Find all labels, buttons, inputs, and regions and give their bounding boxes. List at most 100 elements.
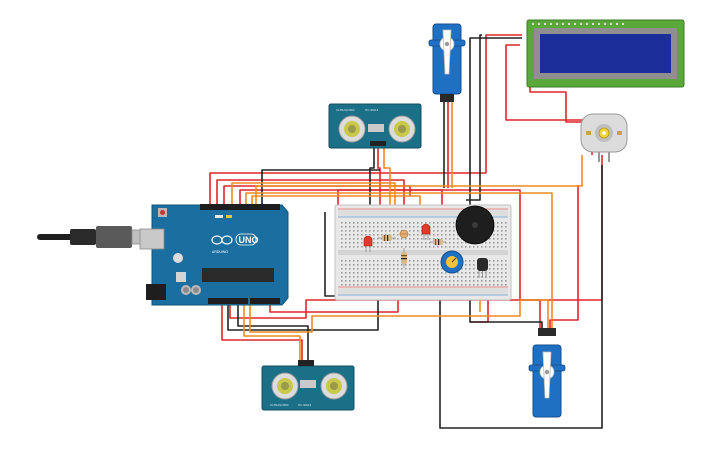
lcd-screen: [540, 34, 671, 73]
potentiometer[interactable]: [440, 250, 464, 274]
breadboard-hole: [425, 264, 427, 266]
wire-orange[interactable]: [383, 144, 391, 208]
photoresistor[interactable]: [399, 229, 409, 239]
breadboard-hole: [373, 268, 375, 270]
ultrasonic-sensor-top[interactable]: HC-SR04 ULTRASONIC: [328, 103, 422, 149]
breadboard-hole: [405, 242, 407, 244]
wire-black[interactable]: [369, 144, 375, 236]
breadboard-hole: [489, 260, 491, 262]
breadboard-hole: [377, 280, 379, 282]
breadboard-hole: [445, 276, 447, 278]
piezo-buzzer[interactable]: [455, 205, 495, 245]
breadboard-hole: [369, 222, 371, 224]
wire-black[interactable]: [227, 296, 379, 331]
wire-red[interactable]: [470, 300, 489, 323]
wire-orange[interactable]: [245, 192, 553, 330]
breadboard-hole: [365, 222, 367, 224]
breadboard-hole: [489, 280, 491, 282]
breadboard-hole: [477, 280, 479, 282]
breadboard-hole: [425, 268, 427, 270]
breadboard-hole: [377, 260, 379, 262]
breadboard-hole: [369, 276, 371, 278]
led-red-1[interactable]: [363, 235, 373, 252]
wire-orange[interactable]: [243, 300, 301, 360]
lcd-display[interactable]: [526, 19, 685, 88]
breadboard-hole: [445, 272, 447, 274]
wire-red[interactable]: [209, 34, 522, 204]
wire-orange[interactable]: [249, 299, 549, 333]
breadboard-hole: [493, 234, 495, 236]
breadboard-hole: [397, 272, 399, 274]
breadboard-hole: [353, 238, 355, 240]
breadboard-hole: [437, 280, 439, 282]
breadboard-hole: [505, 280, 507, 282]
servo-motor-bottom[interactable]: [528, 328, 566, 418]
breadboard-hole: [373, 272, 375, 274]
resistor-1[interactable]: [378, 235, 396, 241]
breadboard-hole: [501, 230, 503, 232]
breadboard-hole: [461, 268, 463, 270]
breadboard-hole: [393, 268, 395, 270]
breadboard-hole: [505, 230, 507, 232]
breadboard-hole: [409, 230, 411, 232]
servo-motor-top[interactable]: [428, 23, 466, 102]
breadboard-hole: [505, 222, 507, 224]
breadboard-hole: [341, 284, 343, 286]
breadboard-hole: [473, 260, 475, 262]
breadboard-hole: [409, 238, 411, 240]
arduino-model: UNO: [239, 235, 259, 245]
breadboard-hole: [413, 276, 415, 278]
wire-orange[interactable]: [255, 155, 583, 204]
breadboard-hole: [461, 272, 463, 274]
wire-red[interactable]: [377, 144, 381, 208]
breadboard-hole: [349, 260, 351, 262]
breadboard[interactable]: [334, 204, 512, 301]
breadboard-hole: [361, 234, 363, 236]
resistor-3[interactable]: [401, 248, 407, 268]
wire-black[interactable]: [261, 169, 380, 204]
breadboard-hole: [349, 234, 351, 236]
breadboard-hole: [421, 246, 423, 248]
breadboard-hole: [457, 284, 459, 286]
led-red-2[interactable]: [421, 223, 431, 240]
wire-black[interactable]: [439, 165, 603, 429]
breadboard-hole: [377, 246, 379, 248]
wire-orange[interactable]: [251, 195, 421, 212]
breadboard-hole: [341, 276, 343, 278]
analog-header: [250, 298, 280, 304]
breadboard-hole: [493, 280, 495, 282]
wire-black[interactable]: [237, 300, 309, 360]
breadboard-hole: [385, 280, 387, 282]
breadboard-hole: [457, 272, 459, 274]
breadboard-hole: [493, 284, 495, 286]
resistor-2[interactable]: [430, 239, 446, 245]
breadboard-hole: [357, 246, 359, 248]
wire-black[interactable]: [466, 34, 482, 201]
breadboard-hole: [493, 242, 495, 244]
wire-black[interactable]: [469, 37, 522, 210]
breadboard-hole: [357, 268, 359, 270]
breadboard-hole: [425, 238, 427, 240]
breadboard-hole: [421, 238, 423, 240]
ultrasonic-sensor-bottom[interactable]: HC-SR04 ULTRASONIC: [261, 360, 355, 411]
wire-red[interactable]: [269, 298, 399, 313]
wire-red[interactable]: [221, 300, 303, 360]
breadboard-hole: [385, 222, 387, 224]
servo-horn: [442, 29, 452, 75]
wire-red[interactable]: [229, 299, 541, 330]
breadboard-hole: [381, 264, 383, 266]
breadboard-hole: [385, 268, 387, 270]
breadboard-hole: [393, 222, 395, 224]
breadboard-hole: [361, 260, 363, 262]
breadboard-hole: [397, 284, 399, 286]
breadboard-hole: [341, 226, 343, 228]
wire-orange[interactable]: [231, 182, 396, 212]
wire-red[interactable]: [549, 185, 579, 330]
temperature-sensor[interactable]: [477, 258, 488, 278]
breadboard-hole: [349, 238, 351, 240]
breadboard-hole: [417, 222, 419, 224]
dc-motor[interactable]: [580, 113, 628, 162]
arduino-uno-board[interactable]: ARDUINO UNO: [139, 204, 289, 306]
breadboard-hole: [409, 264, 411, 266]
